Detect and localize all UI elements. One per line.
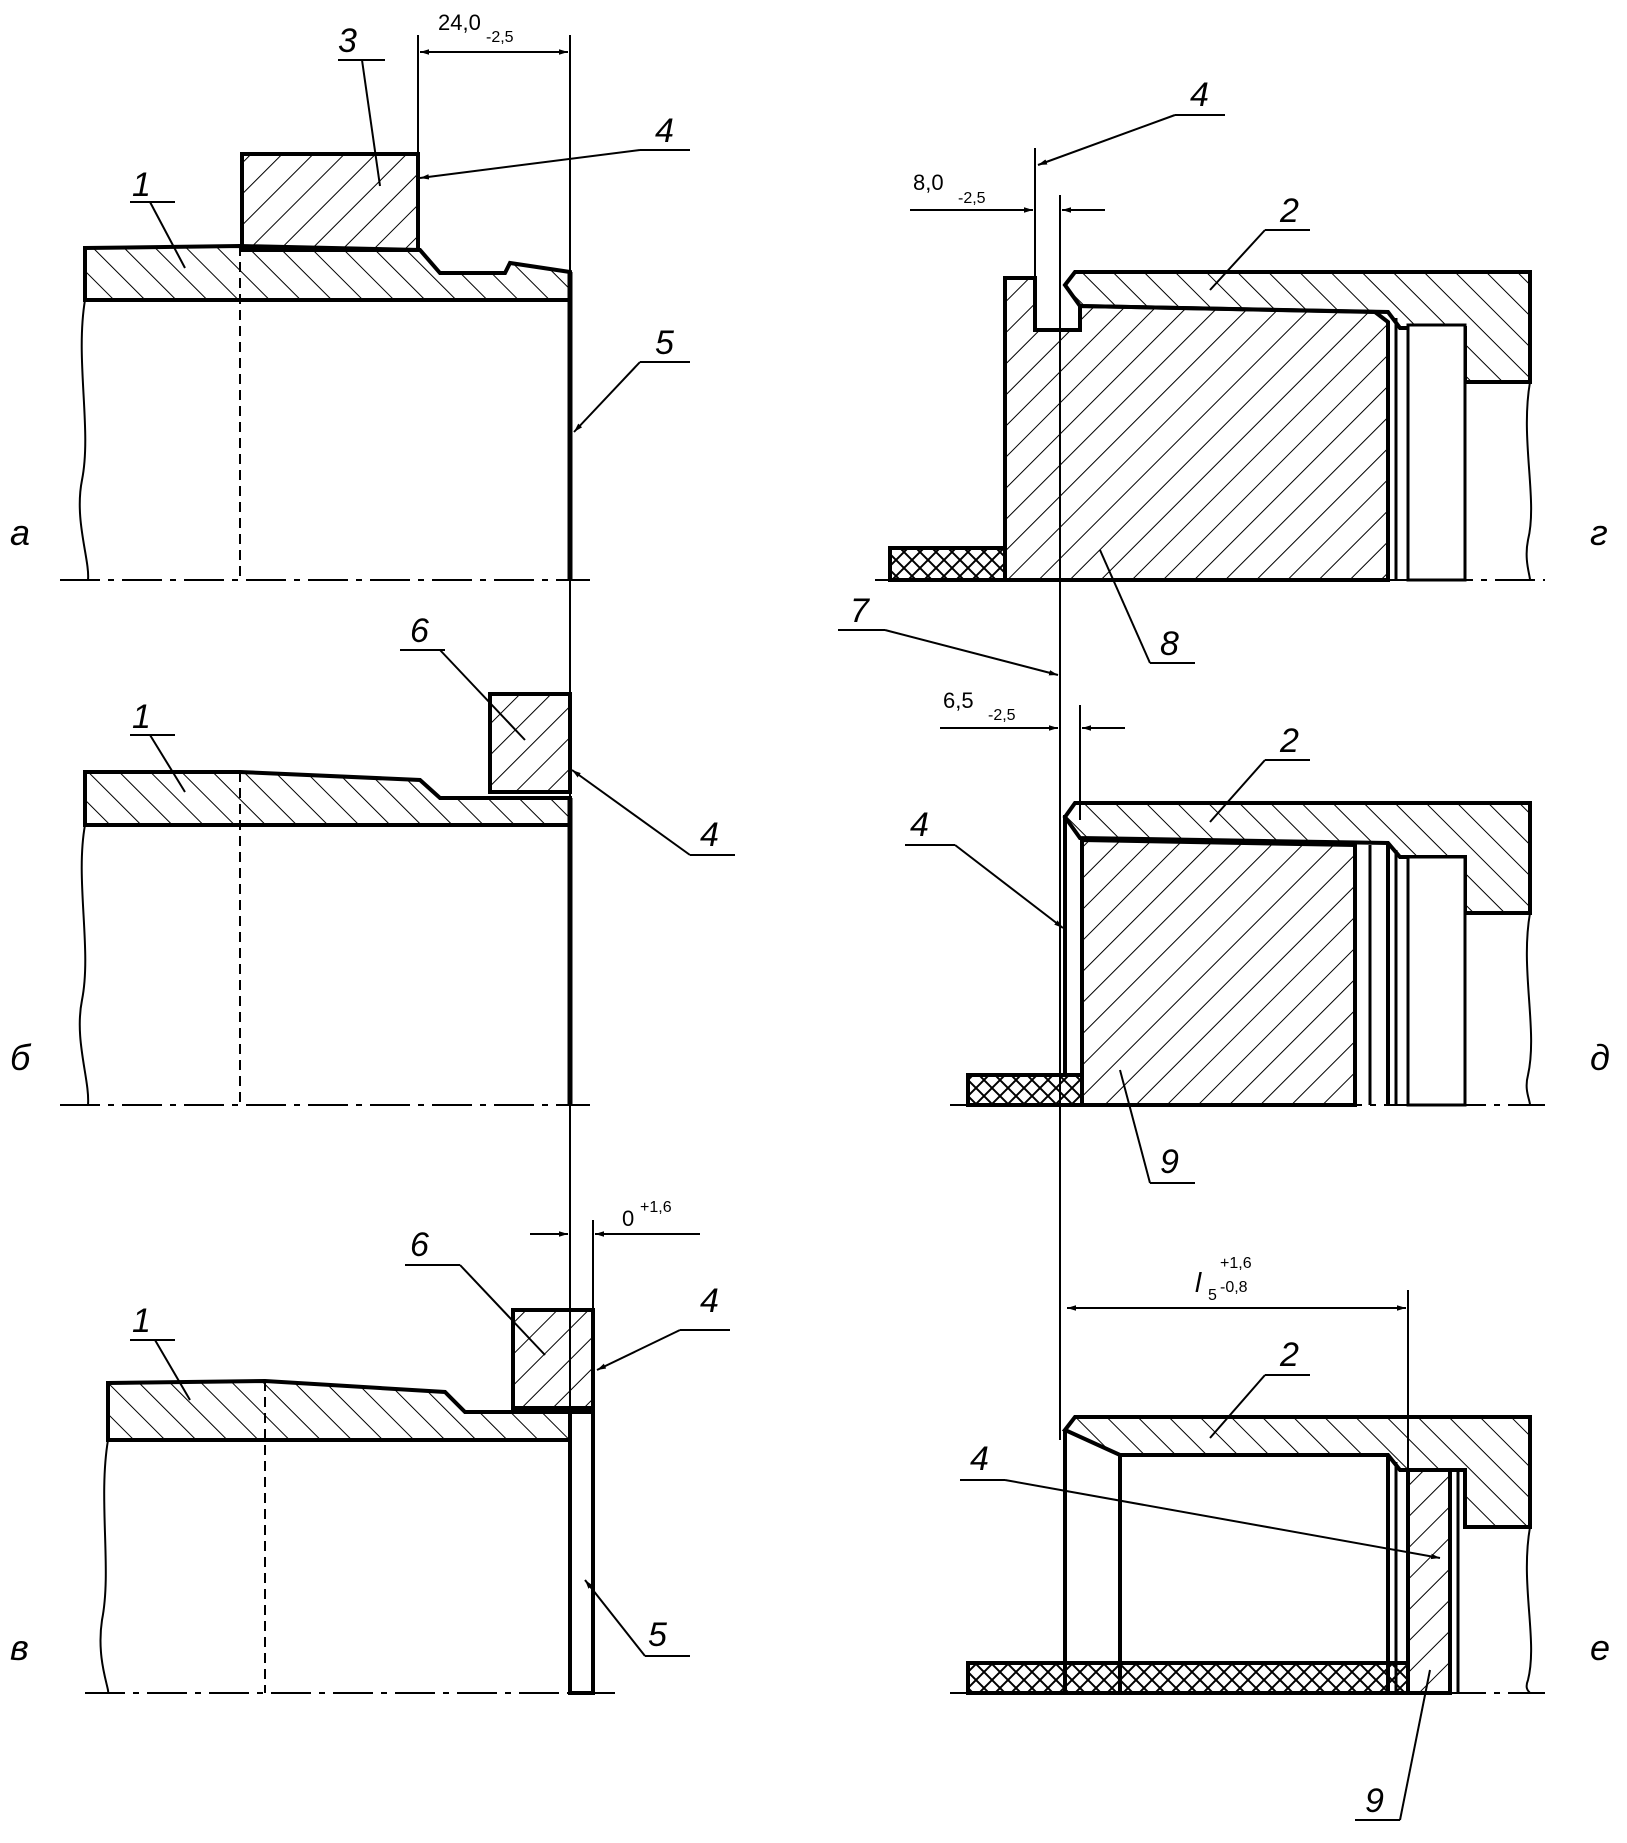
- pipe-wall-a: [83, 243, 572, 302]
- label-v-4: 4: [700, 1282, 719, 1320]
- ring-9-e: [1406, 1468, 1452, 1695]
- leader-v-6: [459, 1264, 546, 1356]
- label-v-6: 6: [410, 1226, 429, 1264]
- label-d-4: 4: [910, 806, 929, 844]
- leader-b-6: [439, 649, 526, 741]
- view-b: 1 6 4 б: [10, 612, 735, 1106]
- leader-d-2: [1209, 759, 1266, 823]
- label-d-9: 9: [1160, 1143, 1179, 1181]
- label-g-2: 2: [1279, 192, 1299, 230]
- leader-g-2: [1209, 229, 1266, 291]
- dim-g-main: 8,0: [913, 170, 944, 195]
- view-label-e: е: [1590, 1627, 1610, 1668]
- gauge-9-d: [1080, 837, 1357, 1107]
- dim-a-tol: -2,5: [486, 29, 514, 46]
- pipe-break-a: [78, 299, 90, 581]
- view-label-v: в: [10, 1627, 29, 1668]
- view-label-d: д: [1590, 1037, 1610, 1078]
- pipe-break-v: [99, 1439, 110, 1694]
- leader-a-4: [419, 149, 641, 180]
- view-label-a: а: [10, 512, 30, 553]
- dim-e-sub: 5: [1208, 1287, 1217, 1304]
- view-g: 8,0 -2,5 4 2 8 7 г: [838, 76, 1608, 676]
- pipe-wall-v: [106, 1378, 572, 1442]
- view-label-g: г: [1590, 512, 1608, 553]
- leader-a-1: [149, 201, 186, 269]
- socket-break-d: [1525, 912, 1533, 1106]
- view-a: 24,0 -2,5 1 3 4 5 а: [10, 10, 690, 581]
- label-a-4: 4: [655, 112, 674, 150]
- ring-6-v: [511, 1308, 595, 1410]
- label-d-2: 2: [1279, 722, 1299, 760]
- label-e-4: 4: [970, 1440, 989, 1478]
- label-g-7: 7: [850, 592, 870, 630]
- ring-3: [240, 152, 420, 252]
- leader-e-4: [1004, 1479, 1441, 1560]
- leader-e-2: [1209, 1374, 1266, 1439]
- dim-e-main: l: [1195, 1267, 1202, 1298]
- leader-g-7: [884, 629, 1059, 676]
- view-label-b: б: [10, 1037, 32, 1078]
- dim-e-tol-low: -0,8: [1220, 1279, 1248, 1296]
- view-e: l 5 +1,6 -0,8 2 4 9 е: [950, 1255, 1610, 1821]
- leader-b-1: [149, 734, 186, 793]
- dim-g-tol: -2,5: [958, 190, 986, 207]
- leader-d-9: [1119, 1069, 1151, 1184]
- leader-a-3: [361, 59, 381, 187]
- label-v-5: 5: [648, 1616, 667, 1654]
- leader-d-4: [954, 844, 1064, 929]
- ring-6-b: [488, 692, 572, 794]
- view-d: 6,5 -2,5 2 4 9 д: [905, 688, 1610, 1184]
- leader-a-5: [573, 361, 641, 433]
- dim-v-tol: +1,6: [640, 1199, 672, 1216]
- seal-ring-g: [1406, 323, 1467, 582]
- label-e-9: 9: [1365, 1782, 1384, 1820]
- label-g-8: 8: [1160, 625, 1179, 663]
- label-b-1: 1: [132, 698, 151, 736]
- label-a-1: 1: [132, 166, 151, 204]
- leader-g-4: [1037, 114, 1176, 166]
- socket-break-e: [1525, 1526, 1533, 1694]
- dim-a-main: 24,0: [438, 10, 481, 35]
- gauge-8: [1003, 276, 1390, 582]
- label-a-5: 5: [655, 324, 674, 362]
- dim-e-tol-up: +1,6: [1220, 1255, 1252, 1272]
- bearing-e: [966, 1661, 1410, 1695]
- socket-break-g: [1525, 381, 1533, 581]
- seal-ring-d: [1406, 855, 1467, 1107]
- bearing-g: [888, 546, 1007, 582]
- leader-v-4: [596, 1329, 681, 1371]
- leader-g-8: [1099, 549, 1151, 664]
- bearing-d: [966, 1073, 1084, 1107]
- pipe-break-b: [78, 824, 90, 1106]
- label-b-6: 6: [410, 612, 429, 650]
- label-b-4: 4: [700, 816, 719, 854]
- view-v: 0 +1,6 1 6 4 5 в: [10, 1199, 730, 1695]
- leader-b-4: [571, 769, 691, 856]
- insert-5-v: [568, 1410, 595, 1695]
- label-v-1: 1: [132, 1302, 151, 1340]
- socket-2-e: [1061, 1415, 1532, 1529]
- dim-v-main: 0: [622, 1206, 634, 1231]
- label-a-3: 3: [338, 22, 357, 60]
- dim-d-main: 6,5: [943, 688, 974, 713]
- leader-v-5: [584, 1579, 646, 1657]
- label-g-4: 4: [1190, 76, 1209, 114]
- dim-d-tol: -2,5: [988, 707, 1016, 724]
- leader-e-9: [1399, 1669, 1431, 1821]
- leader-v-1: [154, 1339, 191, 1401]
- label-e-2: 2: [1279, 1336, 1299, 1374]
